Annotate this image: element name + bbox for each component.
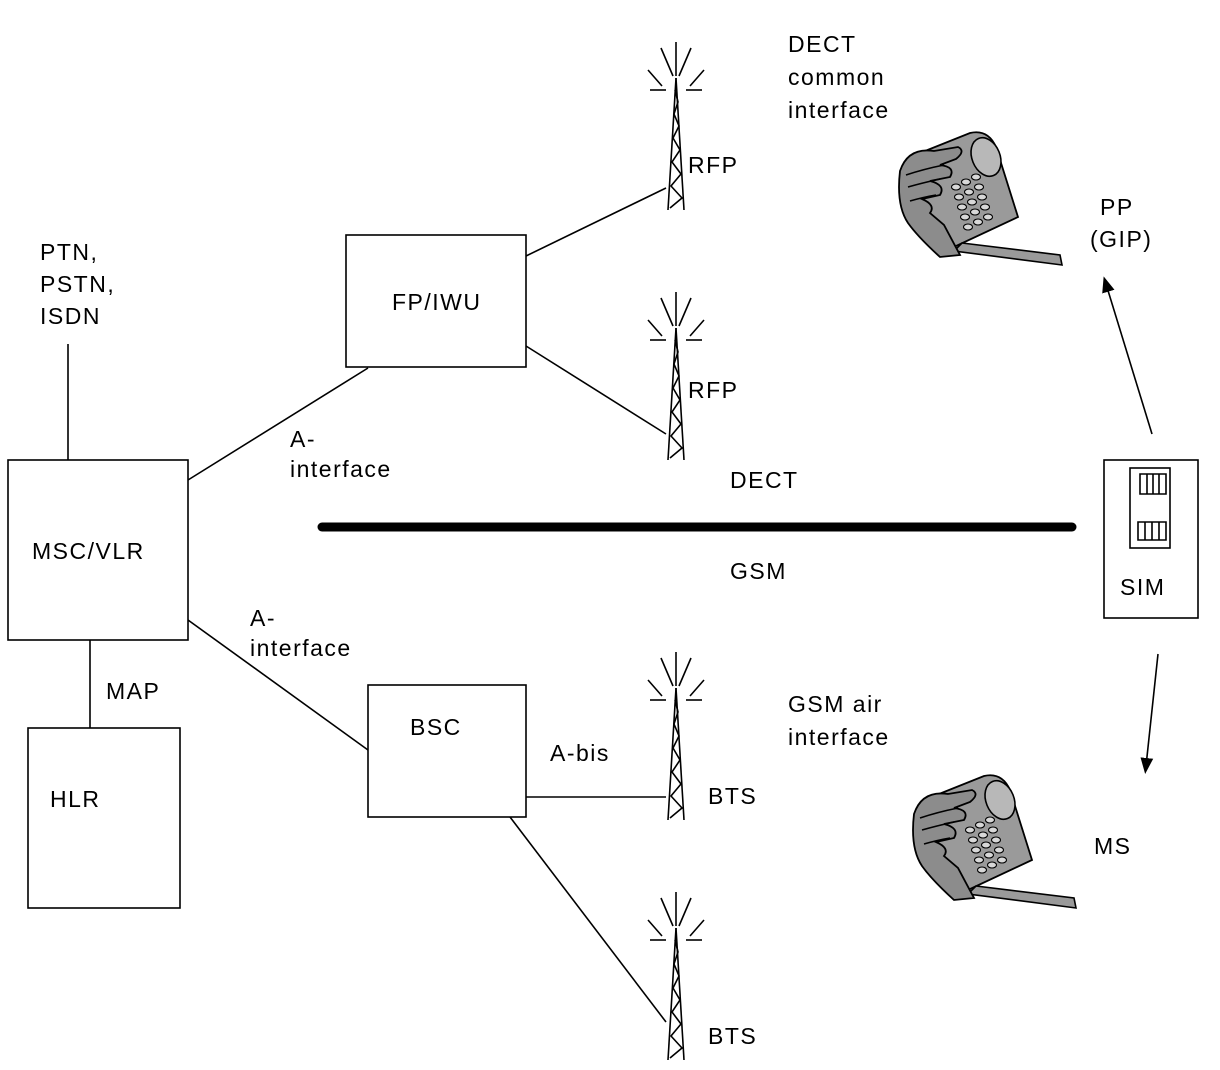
dect-common-interface-label-1: DECT xyxy=(788,30,857,58)
ptn-label: PTN, xyxy=(40,238,98,266)
fp-rfp1-line xyxy=(526,188,666,256)
fp-rfp2-line xyxy=(526,346,666,434)
bsc-label: BSC xyxy=(410,713,462,741)
fp-iwu-label: FP/IWU xyxy=(392,288,482,316)
bts-1-antenna-tower-icon xyxy=(648,652,704,820)
a-bis-label: A-bis xyxy=(550,739,610,767)
gsm-air-interface-label-1: GSM air xyxy=(788,690,883,718)
map-label: MAP xyxy=(106,677,160,705)
sim-to-ms-arrow-icon xyxy=(1146,654,1158,766)
ms-mobile-phone-in-hand-icon xyxy=(913,775,1076,908)
rfp-1-label: RFP xyxy=(688,151,739,179)
hlr-label: HLR xyxy=(50,785,101,813)
a-interface-top-label-2: interface xyxy=(290,455,392,483)
a-interface-bottom-label-2: interface xyxy=(250,634,352,662)
gsm-label: GSM xyxy=(730,557,787,585)
pp-mobile-phone-in-hand-icon xyxy=(899,132,1062,265)
bts-1-label: BTS xyxy=(708,782,757,810)
dect-label: DECT xyxy=(730,466,799,494)
dect-common-interface-label-2: common xyxy=(788,63,885,91)
ms-label: MS xyxy=(1094,832,1132,860)
bts-2-antenna-tower-icon xyxy=(648,892,704,1060)
sim-to-pp-arrow-icon xyxy=(1106,284,1152,434)
bts-2-label: BTS xyxy=(708,1022,757,1050)
sim-card-icon xyxy=(1130,468,1170,548)
a-interface-top-label-1: A- xyxy=(290,425,316,453)
a-interface-bottom-label-1: A- xyxy=(250,604,276,632)
pp-label-2: (GIP) xyxy=(1090,225,1152,253)
sim-label: SIM xyxy=(1120,573,1165,601)
pp-label-1: PP xyxy=(1100,193,1134,221)
msc-vlr-label: MSC/VLR xyxy=(32,537,145,565)
rfp-2-label: RFP xyxy=(688,376,739,404)
hlr-box xyxy=(28,728,180,908)
rfp-1-antenna-tower-icon xyxy=(648,42,704,210)
dect-common-interface-label-3: interface xyxy=(788,96,890,124)
bsc-bts2-line xyxy=(510,817,666,1022)
pstn-label: PSTN, xyxy=(40,270,115,298)
isdn-label: ISDN xyxy=(40,302,101,330)
gsm-air-interface-label-2: interface xyxy=(788,723,890,751)
bsc-box xyxy=(368,685,526,817)
